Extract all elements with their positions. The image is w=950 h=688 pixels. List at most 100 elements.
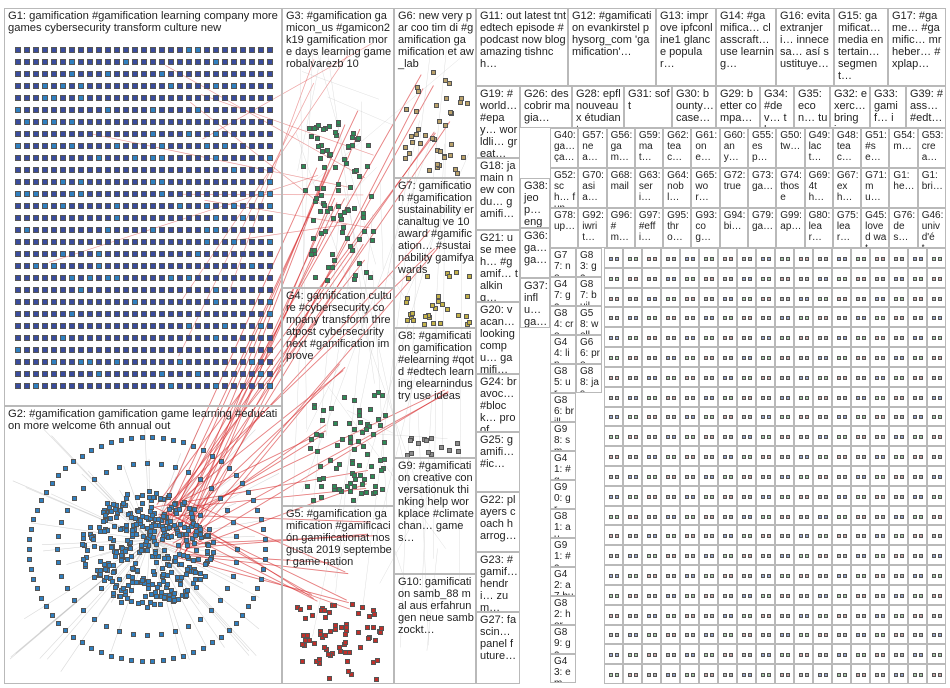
- graph-node: [761, 376, 765, 380]
- small-group-label: G73: ga…: [752, 170, 774, 192]
- graph-node: [186, 251, 192, 257]
- graph-node: [123, 191, 129, 197]
- graph-node: [27, 547, 32, 552]
- graph-node: [799, 554, 803, 558]
- graph-node: [145, 548, 150, 553]
- graph-node: [114, 215, 120, 221]
- graph-node: [723, 653, 727, 657]
- graph-node: [69, 263, 75, 269]
- graph-node: [213, 227, 219, 233]
- small-group-label: G78: up…: [554, 210, 576, 232]
- graph-node: [132, 383, 138, 389]
- small-group-label: G50: tw…: [780, 130, 802, 152]
- graph-node: [881, 673, 885, 677]
- graph-node: [376, 417, 381, 422]
- graph-node: [168, 227, 174, 233]
- graph-node: [634, 297, 638, 301]
- graph-node: [60, 371, 66, 377]
- graph-node: [78, 95, 84, 101]
- graph-node: [42, 155, 48, 161]
- graph-node: [87, 143, 93, 149]
- micro-group-panel: [832, 446, 851, 466]
- graph-node: [742, 316, 746, 320]
- micro-group-panel: [623, 664, 642, 684]
- graph-node: [748, 277, 752, 281]
- graph-node: [204, 107, 210, 113]
- graph-node: [150, 335, 156, 341]
- graph-node: [195, 311, 201, 317]
- graph-node: [742, 376, 746, 380]
- micro-group-panel: [737, 327, 756, 347]
- graph-node: [204, 179, 210, 185]
- graph-node: [33, 59, 39, 65]
- graph-node: [704, 554, 708, 558]
- micro-group-panel: [680, 545, 699, 565]
- graph-node: [357, 174, 362, 179]
- graph-node: [186, 299, 192, 305]
- graph-node: [691, 475, 695, 479]
- graph-node: [87, 167, 93, 173]
- graph-node: [258, 299, 264, 305]
- micro-group-panel: [775, 525, 794, 545]
- graph-node: [369, 464, 374, 469]
- graph-node: [33, 383, 39, 389]
- group-label-g17: G17: #game… #gamific… mrheber… #xplap…: [892, 10, 944, 70]
- graph-node: [653, 336, 657, 340]
- graph-node: [343, 632, 348, 637]
- micro-group-panel: [851, 585, 870, 605]
- graph-node: [195, 119, 201, 125]
- micro-group-panel: [927, 486, 946, 506]
- graph-node: [723, 633, 727, 637]
- graph-node: [177, 59, 183, 65]
- graph-node: [177, 155, 183, 161]
- small-group-label: G40: ga… ça…: [554, 130, 576, 163]
- graph-node: [767, 396, 771, 400]
- group-panel-g37: G37: influ… ga…: [520, 278, 550, 328]
- graph-node: [647, 534, 651, 538]
- graph-node: [231, 251, 237, 257]
- graph-node: [78, 311, 84, 317]
- graph-node: [249, 47, 255, 53]
- group-label-g25: G25: gamifi… #ic…: [480, 434, 518, 470]
- graph-node: [177, 71, 183, 77]
- graph-node: [24, 227, 30, 233]
- graph-node: [843, 554, 847, 558]
- micro-group-panel: [661, 387, 680, 407]
- small-group-label: G44: link… twitt…: [554, 337, 574, 364]
- graph-node: [824, 435, 828, 439]
- graph-node: [932, 594, 936, 598]
- graph-node: [267, 83, 273, 89]
- graph-node: [767, 554, 771, 558]
- micro-group-panel: [832, 248, 851, 268]
- graph-node: [824, 277, 828, 281]
- graph-node: [96, 131, 102, 137]
- graph-node: [843, 297, 847, 301]
- graph-node: [434, 103, 439, 108]
- small-group-panel: G67: exh…: [833, 168, 861, 208]
- graph-node: [150, 239, 156, 245]
- micro-group-panel: [642, 605, 661, 625]
- graph-node: [234, 560, 239, 565]
- graph-node: [267, 215, 273, 221]
- graph-node: [51, 47, 57, 53]
- graph-node: [136, 509, 141, 514]
- graph-node: [919, 554, 923, 558]
- small-group-label: G54: m…: [893, 130, 915, 152]
- micro-group-panel: [661, 486, 680, 506]
- small-group-panel: G78: up…: [550, 208, 578, 248]
- small-group-panel: G82: hor…: [550, 596, 576, 625]
- graph-node: [837, 297, 841, 301]
- graph-node: [913, 336, 917, 340]
- micro-group-panel: [908, 288, 927, 308]
- graph-node: [894, 534, 898, 538]
- graph-node: [105, 263, 111, 269]
- graph-node: [60, 131, 66, 137]
- graph-node: [15, 119, 21, 125]
- group-panel-g34: G34: #dev… thro…: [760, 86, 794, 128]
- graph-node: [141, 371, 147, 377]
- small-group-label: G75: lear…: [837, 210, 859, 243]
- graph-node: [56, 473, 61, 478]
- graph-node: [615, 673, 619, 677]
- small-group-panel: G80: lear…: [805, 208, 833, 248]
- graph-node: [87, 251, 93, 257]
